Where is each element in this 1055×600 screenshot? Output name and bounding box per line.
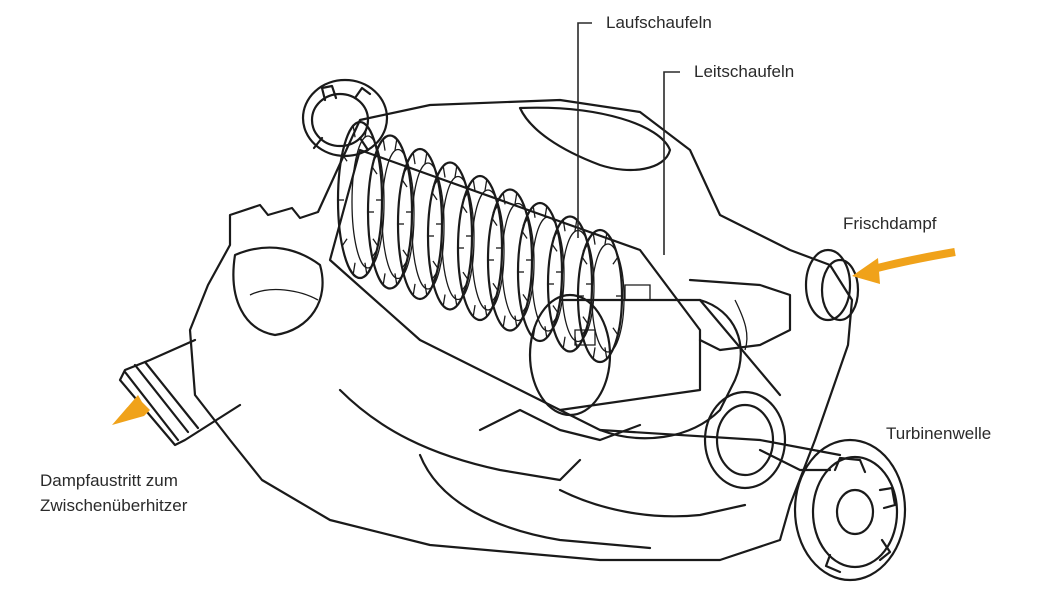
blade-ring-inner xyxy=(471,189,505,311)
blade xyxy=(491,218,498,226)
blade-rings xyxy=(336,120,625,364)
blade-ring-inner xyxy=(381,148,415,280)
blade-ring-inner xyxy=(501,202,535,322)
blade xyxy=(491,294,498,302)
casing-upper-window xyxy=(518,106,672,172)
label-turbinenwelle: Turbinenwelle xyxy=(886,424,992,443)
blade xyxy=(562,336,566,349)
blade-ring-inner xyxy=(351,135,385,269)
blade xyxy=(394,139,398,151)
blade xyxy=(604,347,608,359)
blade xyxy=(432,260,439,269)
blade xyxy=(472,179,476,192)
blade xyxy=(352,125,356,138)
blade xyxy=(461,205,468,214)
steam-inlet xyxy=(804,248,860,322)
blade xyxy=(431,192,438,201)
blade xyxy=(341,238,348,247)
blade xyxy=(592,347,596,359)
leader-leitschaufeln xyxy=(663,71,680,255)
label-dampfaustritt-line1: Dampfaustritt zum xyxy=(40,471,178,490)
blade xyxy=(544,326,548,338)
left-bearing xyxy=(301,78,389,158)
blade xyxy=(551,243,558,252)
blade xyxy=(472,304,476,317)
blade xyxy=(604,233,608,245)
right-coupling xyxy=(703,390,907,582)
blade xyxy=(401,179,408,188)
blade xyxy=(582,316,589,325)
blade xyxy=(461,282,468,291)
blade xyxy=(454,165,458,178)
label-dampfaustritt-line2: Zwischenüberhitzer xyxy=(40,496,188,515)
blade xyxy=(521,231,528,239)
blade xyxy=(522,294,529,302)
blade xyxy=(514,192,518,205)
blade xyxy=(401,260,408,269)
blade xyxy=(514,315,518,328)
leader-laufschaufeln xyxy=(577,22,592,238)
blade xyxy=(562,219,566,232)
blade-ring-inner xyxy=(441,175,475,301)
blade xyxy=(532,206,536,218)
blade xyxy=(371,249,378,258)
blade xyxy=(394,273,398,285)
blade xyxy=(424,152,428,165)
blade xyxy=(502,315,506,328)
blade xyxy=(581,327,588,336)
blade xyxy=(364,125,368,138)
blade xyxy=(352,262,356,275)
blade xyxy=(442,294,446,307)
blade xyxy=(364,262,368,275)
rotor xyxy=(328,120,702,412)
blade xyxy=(574,219,578,232)
blade xyxy=(454,294,458,307)
blade xyxy=(492,282,499,291)
casing-left-window xyxy=(232,246,324,337)
label-laufschaufeln: Laufschaufeln xyxy=(606,13,712,32)
blade xyxy=(371,166,378,175)
blade xyxy=(544,206,548,218)
label-leitschaufeln: Leitschaufeln xyxy=(694,62,795,81)
blade xyxy=(442,165,446,178)
blade xyxy=(551,316,558,325)
blade xyxy=(484,304,488,317)
blade xyxy=(612,256,619,265)
blade xyxy=(592,233,596,245)
blade-ring-inner xyxy=(531,216,565,332)
blade-ring-inner xyxy=(591,243,625,353)
blade xyxy=(581,256,588,265)
blade xyxy=(372,238,379,247)
blade xyxy=(431,271,438,280)
blade xyxy=(382,273,386,285)
blade xyxy=(552,305,559,313)
casing-right-block xyxy=(688,278,792,352)
steam-outlet xyxy=(118,338,242,447)
blade xyxy=(484,179,488,192)
blade xyxy=(382,139,386,151)
turbine-shaft xyxy=(528,284,842,457)
blade xyxy=(412,152,416,165)
blade xyxy=(424,283,428,296)
frischdampf-arrow xyxy=(852,248,956,284)
blade xyxy=(502,192,506,205)
blade xyxy=(462,271,469,280)
label-frischdampf: Frischdampf xyxy=(843,214,937,233)
blade xyxy=(521,305,528,313)
blade xyxy=(402,249,409,258)
blade xyxy=(341,153,348,162)
blade xyxy=(612,327,619,336)
blade xyxy=(412,283,416,296)
blade-ring-inner xyxy=(411,162,445,290)
dampfaustritt-arrow xyxy=(112,395,150,425)
casing-outline xyxy=(188,98,854,562)
